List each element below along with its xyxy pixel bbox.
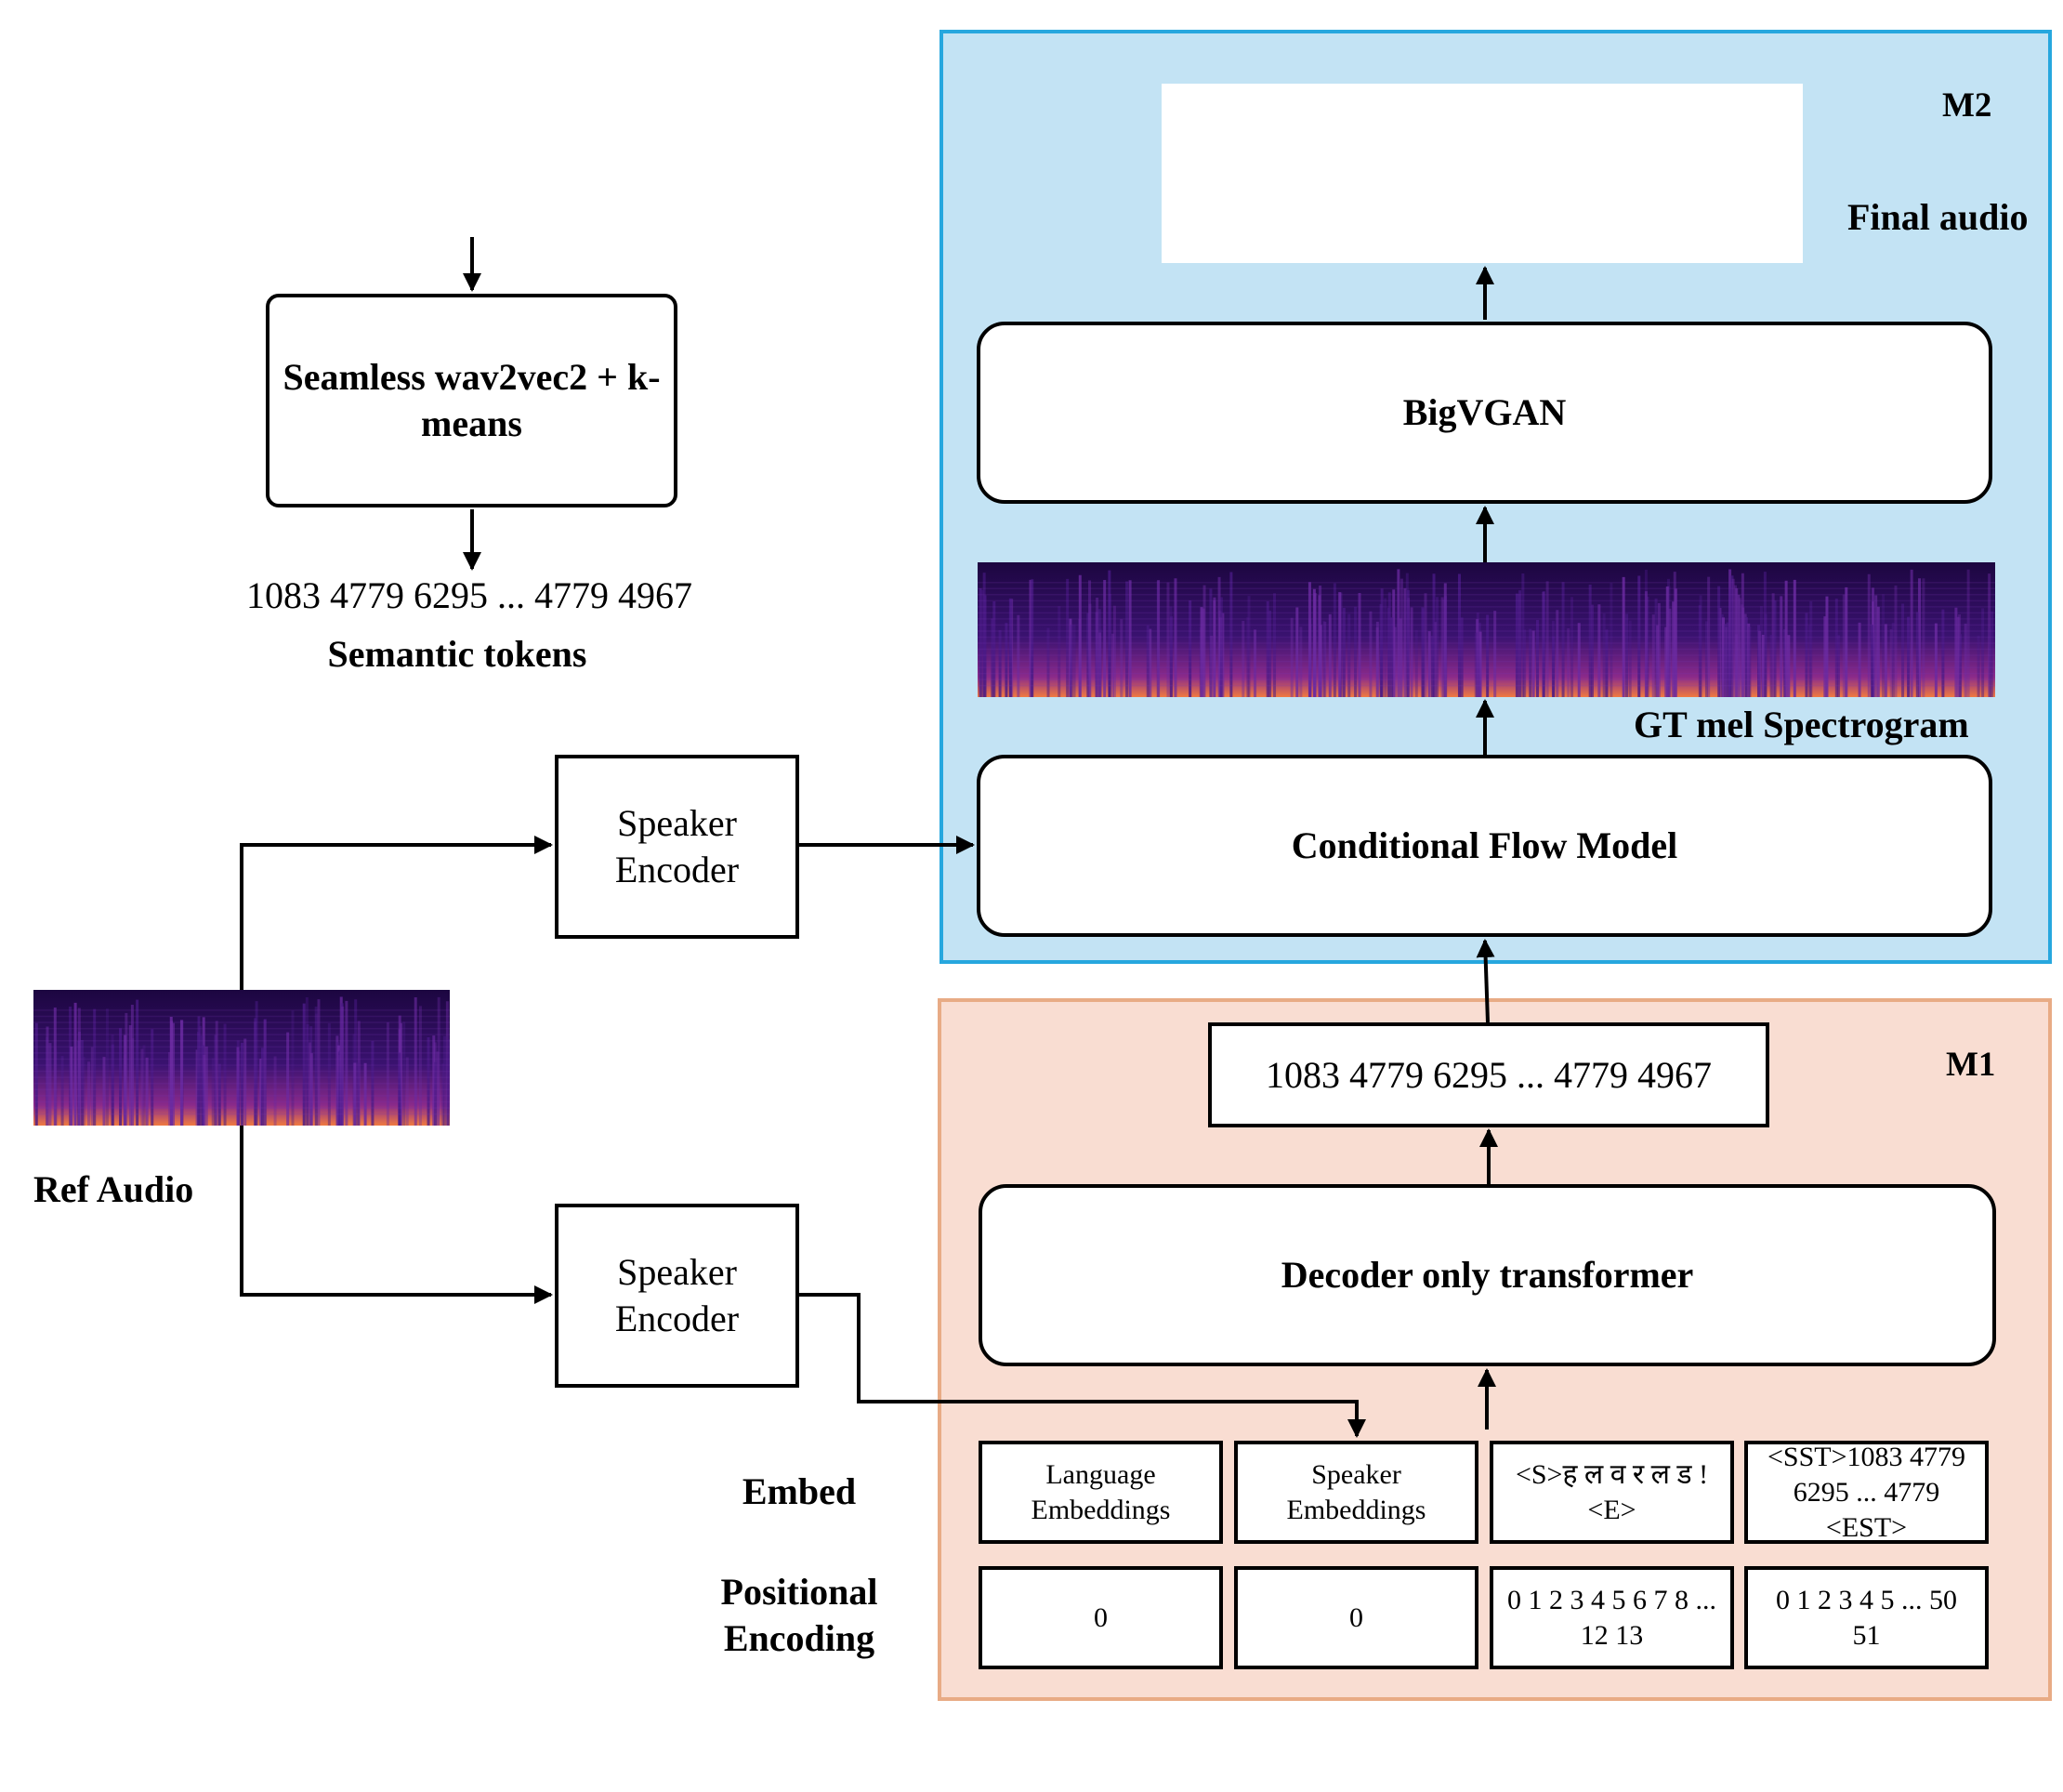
m1-label: M1 [1946,1046,1996,1084]
speaker-embeddings-cell: Speaker Embeddings [1234,1441,1478,1544]
final-audio-label: Final audio [1847,196,2029,238]
text-tokens-cell: <S>ह ल व र ल ड !<E> [1490,1441,1734,1544]
semantic-tokens-caption: Semantic tokens [327,633,587,675]
speaker-encoder-bottom-box: Speaker Encoder [555,1204,799,1388]
embed-row-label: Embed [742,1470,857,1512]
seamless-wav2vec2-kmeans-box: Seamless wav2vec2 + k-means [266,294,677,507]
speaker-position-cell: 0 [1234,1566,1478,1669]
semantic-position-text: 0 1 2 3 4 5 ... 50 51 [1776,1584,1957,1651]
decoder-only-transformer-box: Decoder only transformer [979,1184,1996,1366]
arrow-tokens-to-flow [1476,939,1495,1023]
m2-label: M2 [1942,86,1992,125]
semantic-tokens-cell-text: <SST>1083 4779 6295 ... 4779 <EST> [1767,1441,1966,1543]
final-audio-waveform-icon [1166,92,1798,255]
text-tokens-text: <S>ह ल व र ल ड !<E> [1515,1458,1709,1525]
arrow-ref-to-speaker-encoder-bottom [240,1126,553,1304]
bigvgan-box: BigVGAN [977,322,1992,504]
positional-encoding-row-label: Positional Encoding [720,1571,878,1659]
text-position-cell: 0 1 2 3 4 5 6 7 8 ... 12 13 [1490,1566,1734,1669]
speaker-encoder-bottom-label: Speaker Encoder [614,1251,740,1339]
language-embeddings-cell: Language Embeddings [979,1441,1223,1544]
gt-mel-spectrogram-caption: GT mel Spectrogram [1634,704,1969,745]
semantic-tokens-cell: <SST>1083 4779 6295 ... 4779 <EST> [1744,1441,1989,1544]
speaker-encoder-top-label: Speaker Encoder [614,802,740,890]
arrow-ref-to-speaker-encoder-top [240,836,553,990]
decoder-only-transformer-label: Decoder only transformer [1281,1254,1694,1296]
bigvgan-label: BigVGAN [1402,391,1567,433]
m1-semantic-tokens-text: 1083 4779 6295 ... 4779 4967 [1266,1053,1712,1096]
text-position-text: 0 1 2 3 4 5 6 7 8 ... 12 13 [1507,1584,1716,1651]
ref-audio-spectrogram-image [33,990,450,1126]
ref-audio-label: Ref Audio [33,1168,194,1210]
language-position-text: 0 [1094,1601,1108,1633]
arrow-speaker-encoder-to-speaker-embeddings [799,1293,1366,1438]
speaker-position-text: 0 [1349,1601,1363,1633]
speaker-encoder-top-box: Speaker Encoder [555,755,799,939]
conditional-flow-model-label: Conditional Flow Model [1291,824,1678,866]
conditional-flow-model-box: Conditional Flow Model [977,755,1992,937]
language-embeddings-text: Language Embeddings [1031,1458,1171,1525]
semantic-position-cell: 0 1 2 3 4 5 ... 50 51 [1744,1566,1989,1669]
speaker-embeddings-text: Speaker Embeddings [1286,1458,1426,1525]
input-waveform-icon [274,100,655,220]
seamless-label: Seamless wav2vec2 + k-means [283,356,661,444]
semantic-tokens-values: 1083 4779 6295 ... 4779 4967 [246,574,692,616]
language-position-cell: 0 [979,1566,1223,1669]
gt-mel-spectrogram-image [978,562,1995,697]
m1-semantic-tokens-box: 1083 4779 6295 ... 4779 4967 [1208,1022,1769,1127]
final-audio-waveform-bg [1162,84,1803,263]
